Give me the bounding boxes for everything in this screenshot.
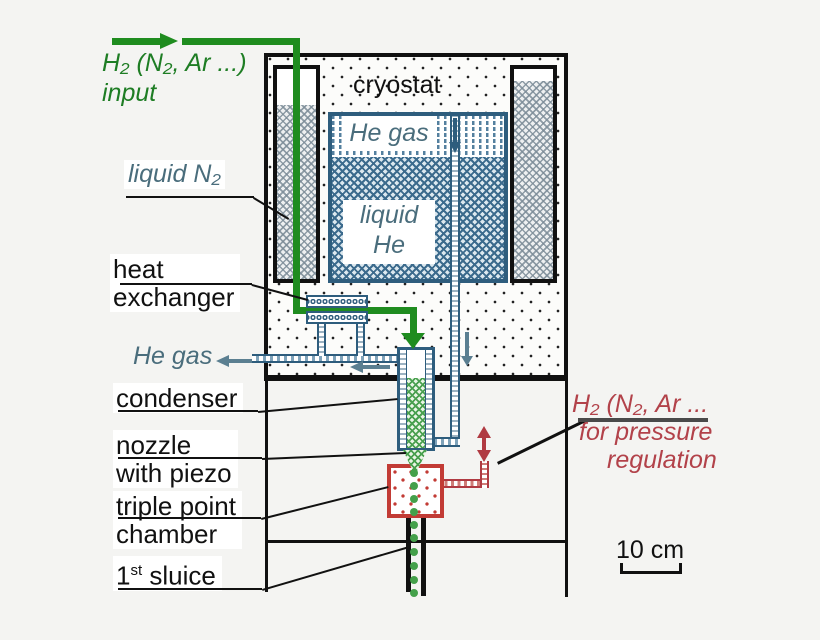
condenser-wall-right <box>425 350 432 448</box>
n2-column-right <box>510 65 557 283</box>
input-label-line1: H₂ (N₂, Ar ...) <box>102 49 247 77</box>
input-pipe-drop <box>410 307 417 333</box>
pressure-tube-horizontal <box>441 479 489 488</box>
pointer-nozzle-diag <box>262 451 406 460</box>
condenser-inlet-arrow <box>401 333 425 349</box>
sluice-tube-left-wall <box>406 517 411 592</box>
pointer-sluice-h <box>118 588 262 590</box>
droplet <box>410 508 418 516</box>
droplet <box>410 576 418 584</box>
droplet <box>410 469 418 477</box>
droplet <box>410 534 418 542</box>
he-gas-vessel-label: He gas <box>343 116 435 151</box>
sluice-tube-right-wall <box>421 517 426 596</box>
droplet <box>410 521 418 529</box>
condenser-liquid-h2 <box>407 378 425 448</box>
pointer-nozzle-h <box>118 457 262 459</box>
liquid-he-label: liquid He <box>343 200 435 264</box>
pointer-heat-exchanger-h <box>120 283 252 285</box>
sluice-label: 1st sluice <box>113 556 222 591</box>
droplet <box>410 548 418 556</box>
input-pipe-seg1 <box>112 38 160 45</box>
droplet <box>410 589 418 597</box>
pressure-line3: regulation <box>607 446 717 474</box>
he-gas-vessel-text: He gas <box>349 119 429 147</box>
pressure-tube-vertical <box>480 461 489 488</box>
input-pipe-flow-arrow <box>160 33 178 49</box>
liquid-he-line1: liquid <box>359 201 419 229</box>
droplet <box>410 482 418 490</box>
pointer-triple-point-diag <box>261 486 389 520</box>
input-label: H₂ (N₂, Ar ...) input <box>102 48 247 108</box>
he-fill-tube-vertical <box>450 116 460 445</box>
sluice-number: 1 <box>116 560 131 591</box>
input-pipe-horizontal <box>293 307 417 314</box>
heat-exchanger-stub-right <box>356 322 365 356</box>
input-pipe-seg2 <box>182 38 300 45</box>
pressure-label-underline <box>578 418 708 422</box>
condenser-wall-left <box>400 350 407 448</box>
nozzle-label: nozzle with piezo <box>113 430 238 488</box>
triple-point-label: triple point chamber <box>113 491 242 549</box>
scale-bar <box>620 563 682 574</box>
pointer-condenser-diag <box>258 398 398 413</box>
heat-exchanger-plate-top <box>306 295 368 308</box>
droplet <box>410 495 418 503</box>
heat-exchanger-plate-bottom <box>306 311 368 324</box>
he-gas-out-label: He gas <box>133 342 213 370</box>
he-out-tube <box>252 354 400 363</box>
input-label-line2: input <box>102 79 157 107</box>
heat-exchanger-stub-left <box>317 322 326 356</box>
pointer-sluice-diag <box>262 546 407 591</box>
scale-label: 10 cm <box>616 536 685 564</box>
liquid-n2-label: liquid N₂ <box>124 160 225 189</box>
liquid-he-line2: He <box>373 231 405 259</box>
sluice-ordinal: st <box>130 562 143 579</box>
condenser-label: condenser <box>113 383 244 413</box>
pointer-triple-point-h <box>118 517 261 519</box>
pressure-regulation-label: H₂ (N₂, Ar ... for pressure regulation <box>572 390 717 474</box>
lower-chamber-left-wall <box>265 381 268 592</box>
pointer-condenser-h <box>118 410 258 412</box>
droplet <box>410 562 418 570</box>
triple-point-line1: triple point <box>116 491 236 521</box>
nozzle-line2: with piezo <box>116 458 232 488</box>
pressure-line1: H₂ (N₂, Ar ... <box>572 390 709 418</box>
pointer-liquid-n2-h <box>126 196 254 198</box>
lower-chamber-right-wall <box>565 381 568 597</box>
condenser <box>397 347 435 451</box>
heat-exchanger-line2: exchanger <box>113 282 235 312</box>
pressure-line2: for pressure <box>579 418 713 446</box>
heat-exchanger-line1: heat <box>113 254 164 284</box>
input-pipe-vertical <box>293 38 300 314</box>
cryostat-label: cryostat <box>353 71 441 99</box>
n2-fill-right <box>514 81 553 279</box>
sluice-top-plate-line <box>265 540 568 543</box>
nozzle-line1: nozzle <box>116 430 192 460</box>
sluice-word: sluice <box>142 560 216 591</box>
triple-point-line2: chamber <box>116 519 218 549</box>
he-fill-tube-horizontal <box>430 437 460 447</box>
